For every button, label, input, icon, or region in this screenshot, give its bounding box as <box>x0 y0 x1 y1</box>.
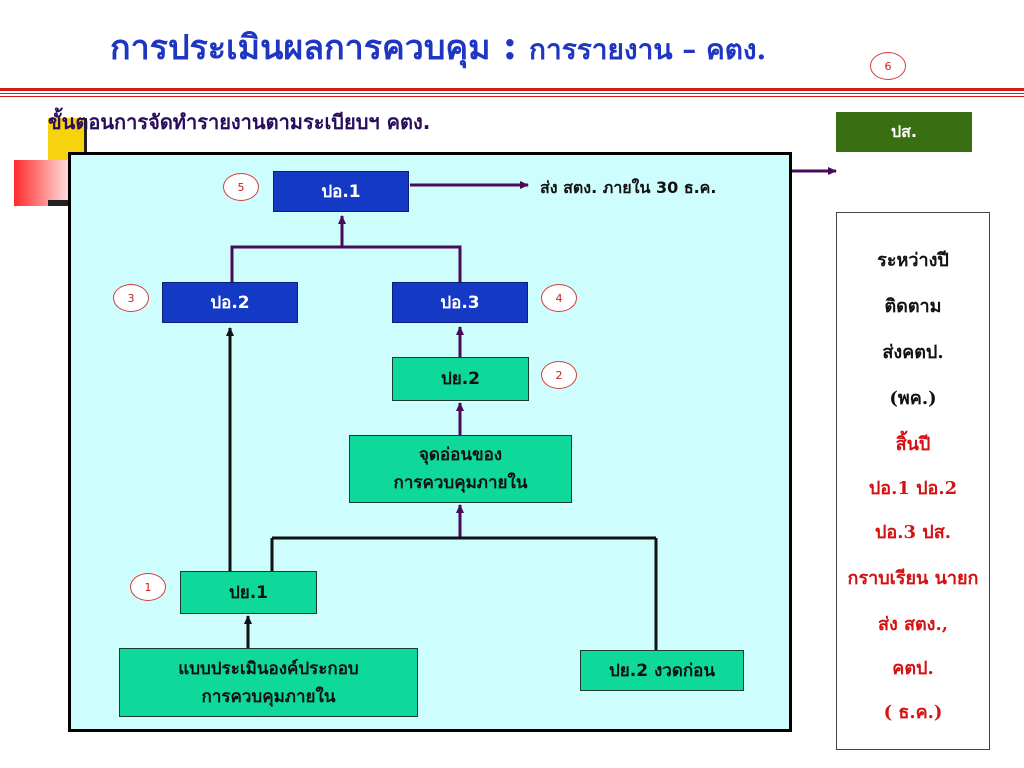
node-weakness-line2: การควบคุมภายใน <box>393 473 528 493</box>
divider-rule <box>0 88 1024 91</box>
sidebar-line: ( ธ.ค.) <box>883 702 943 723</box>
title-colon: : <box>502 22 518 69</box>
step-badge-1: 1 <box>130 573 166 601</box>
page-title: การประเมินผลการควบคุม : การรายงาน – คตง. <box>110 20 766 74</box>
sidebar-line: ปอ.1 ปอ.2 <box>868 478 958 499</box>
node-weakness: จุดอ่อนของ การควบคุมภายใน <box>349 435 572 503</box>
sidebar-line: ปอ.3 ปส. <box>875 522 951 543</box>
sidebar-line: ระหว่างปี <box>877 250 949 271</box>
sidebar-line: คตป. <box>892 658 934 679</box>
sidebar-line: ส่ง สตง., <box>877 614 949 635</box>
sidebar-line: สิ้นปี <box>895 434 931 455</box>
divider-rule-thin <box>0 93 1024 94</box>
divider-rule-thin <box>0 96 1024 97</box>
merge-line <box>230 245 462 282</box>
sidebar-line: (พค.) <box>889 388 937 409</box>
node-po2: ปอ.2 <box>162 282 298 323</box>
subtitle: ขั้นตอนการจัดทำรายงานตามระเบียบฯ คตง. <box>48 110 431 134</box>
sidebar-line: ติดตาม <box>884 296 942 317</box>
step-badge-3: 3 <box>113 284 149 312</box>
node-weakness-line1: จุดอ่อนของ <box>418 445 503 465</box>
node-po3: ปอ.3 <box>392 282 528 323</box>
step-badge-5: 5 <box>223 173 259 201</box>
timeline-sidebar: ระหว่างปี ติดตาม ส่งคตป. (พค.) สิ้นปี ปอ… <box>836 212 990 750</box>
sidebar-line: กราบเรียน นายก <box>847 568 979 589</box>
deadline-note: ส่ง สตง. ภายใน 30 ธ.ค. <box>540 178 717 197</box>
node-assessment: แบบประเมินองค์ประกอบ การควบคุมภายใน <box>119 648 418 717</box>
title-main: การประเมินผลการควบคุม <box>110 28 491 68</box>
node-assessment-line1: แบบประเมินองค์ประกอบ <box>178 658 359 679</box>
step-badge-2: 2 <box>541 361 577 389</box>
node-py2: ปย.2 <box>392 357 529 401</box>
sidebar-line: ส่งคตป. <box>882 342 944 363</box>
title-sub: การรายงาน – คตง. <box>529 33 767 66</box>
node-py1: ปย.1 <box>180 571 317 614</box>
ps-box: ปส. <box>836 112 972 152</box>
step-badge-6: 6 <box>870 52 906 80</box>
decor-line <box>84 118 87 158</box>
node-py2-prev: ปย.2 งวดก่อน <box>580 650 744 691</box>
node-assessment-line2: การควบคุมภายใน <box>201 686 336 707</box>
node-po1: ปอ.1 <box>273 171 409 212</box>
step-badge-4: 4 <box>541 284 577 312</box>
